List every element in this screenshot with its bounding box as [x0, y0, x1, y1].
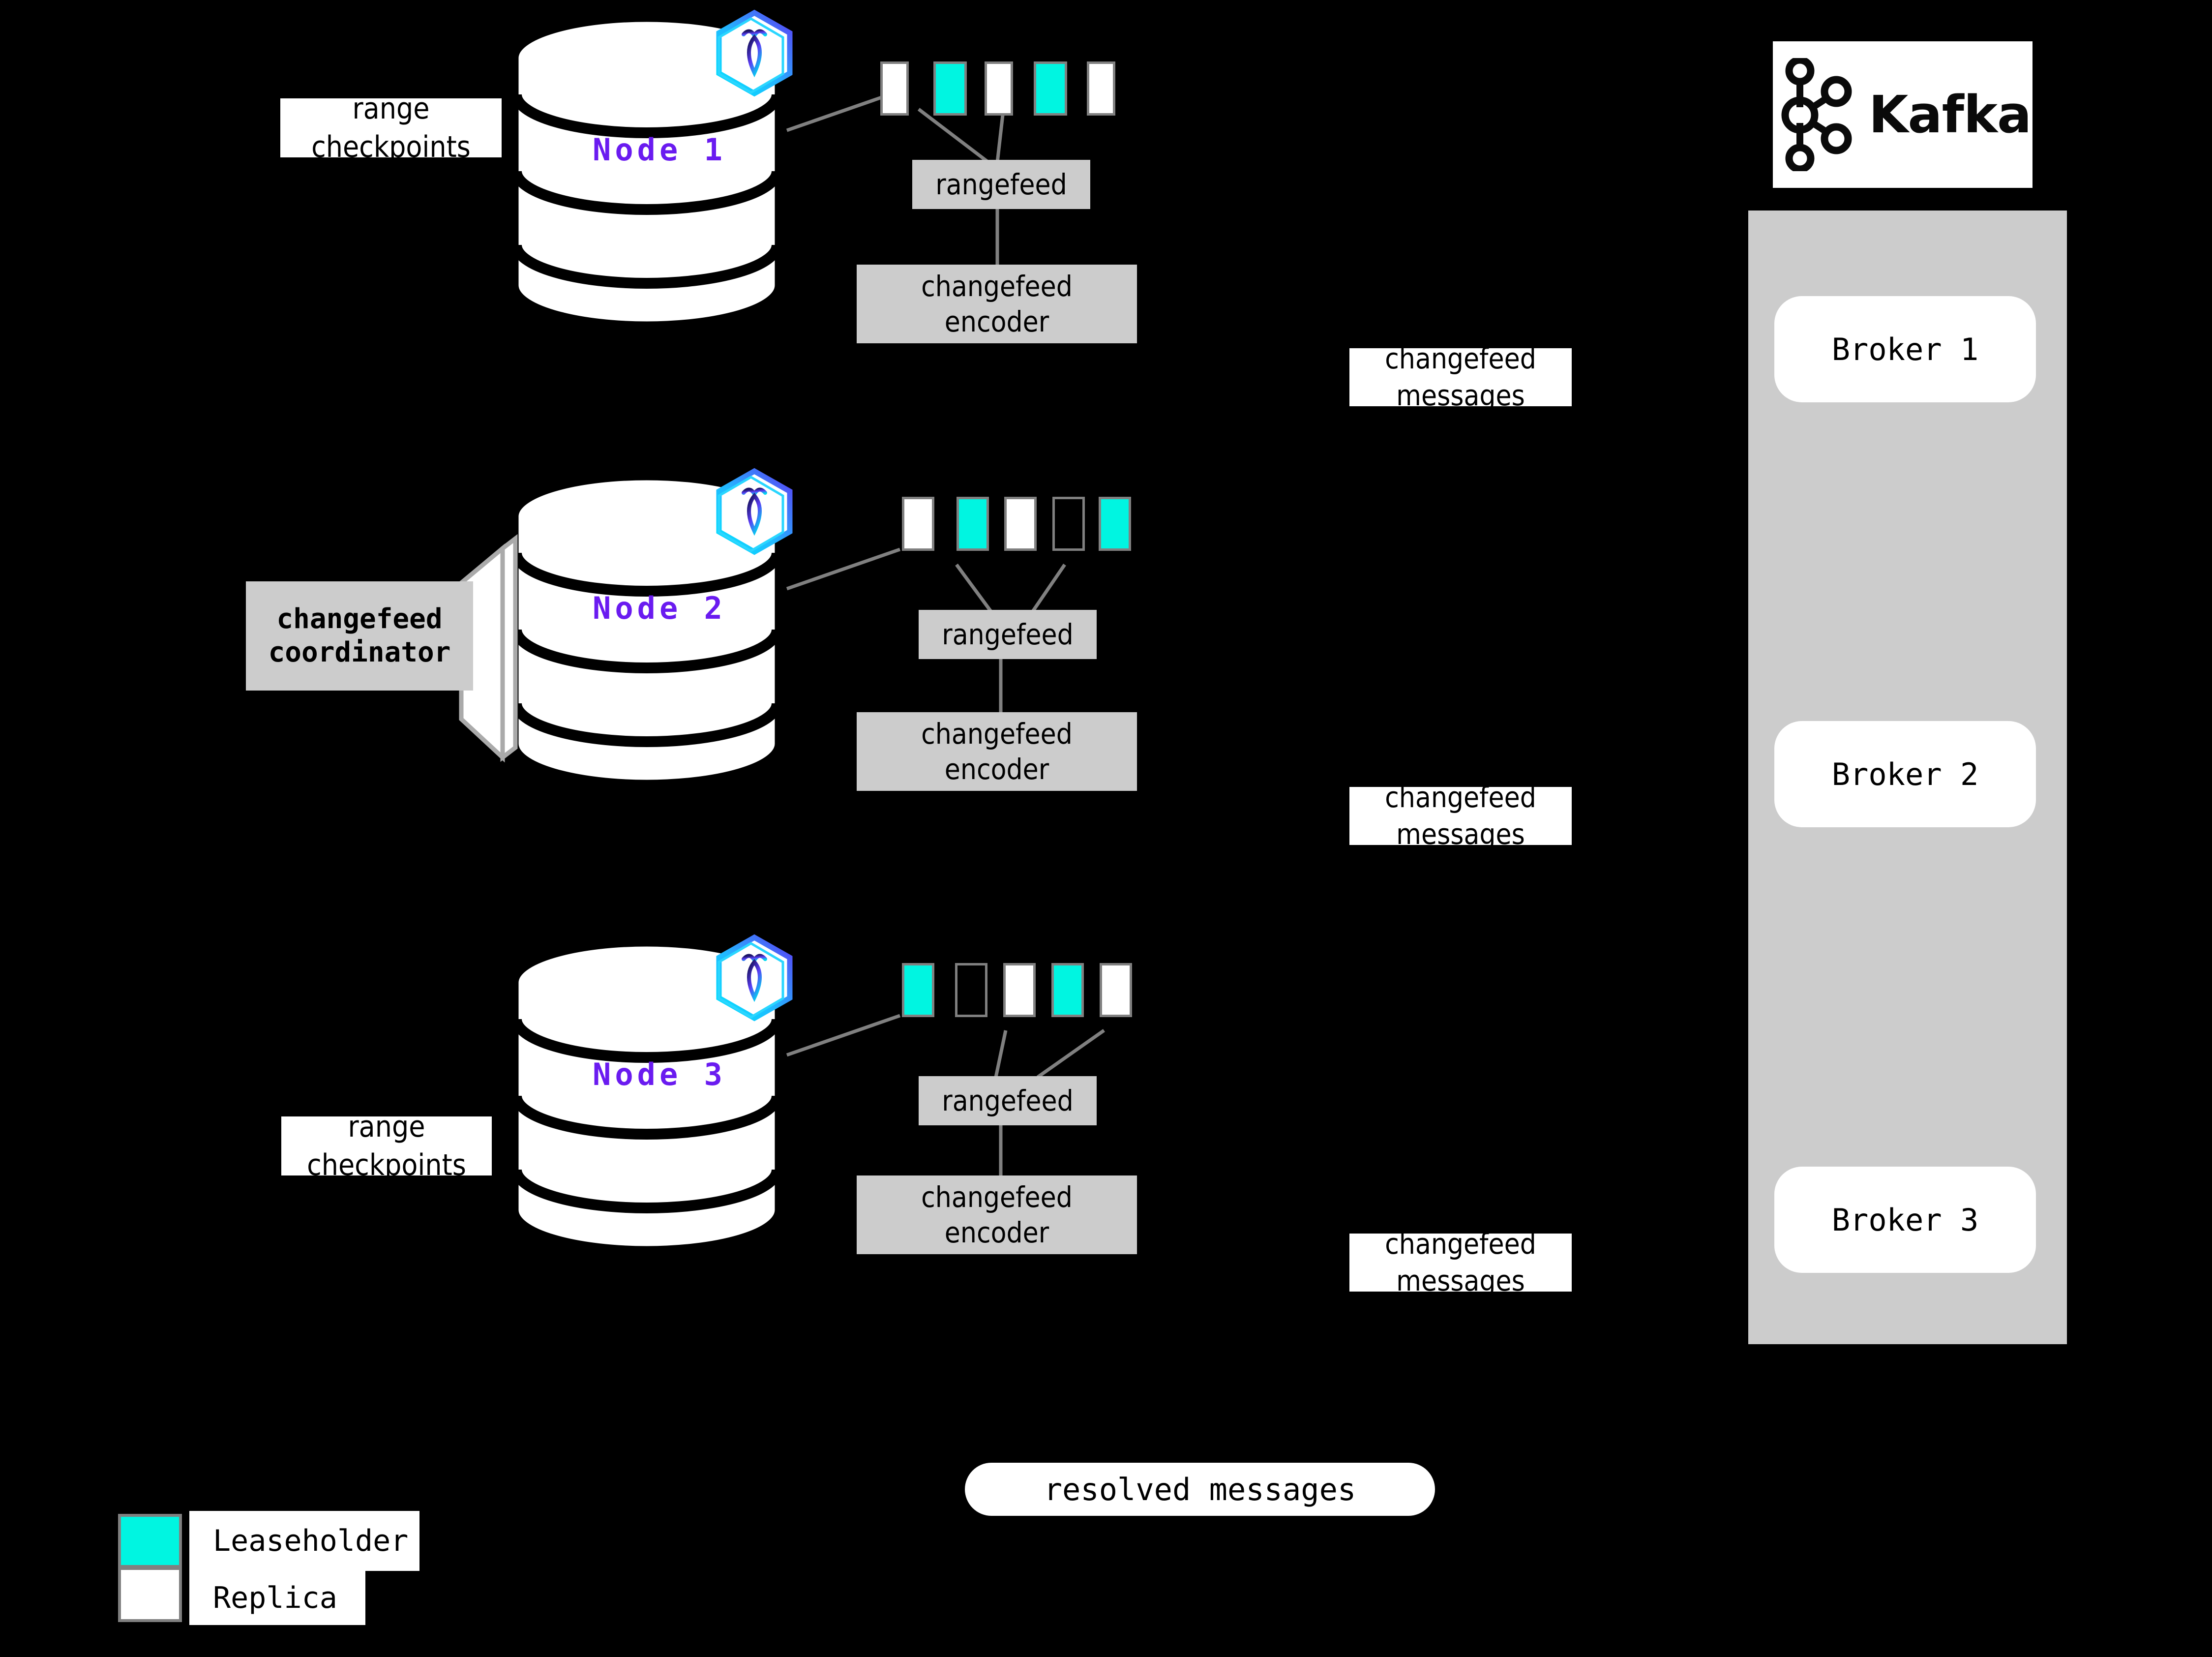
range-box[interactable] [1004, 497, 1037, 551]
changefeed-messages-label-3: changefeed messages [1349, 1227, 1572, 1297]
range-box[interactable] [1100, 963, 1132, 1017]
coordinator-line-2: coordinator [268, 636, 451, 668]
node-3-range-row [880, 963, 1136, 1017]
legend: Leaseholder Replica [118, 1511, 433, 1625]
broker-2-box[interactable]: Broker 2 [1774, 721, 2036, 827]
range-checkpoints-line-2: checkpoints [311, 130, 471, 164]
legend-label-leaseholder: Leaseholder [189, 1511, 419, 1571]
changefeed-messages-line-1: changefeed [1385, 1227, 1536, 1261]
node-2-range-leader-line [786, 547, 901, 591]
legend-label-replica: Replica [189, 1571, 365, 1625]
encoder-line-1: changefeed [921, 1180, 1073, 1214]
broker-3-box[interactable]: Broker 3 [1774, 1167, 2036, 1273]
range-box[interactable] [955, 963, 987, 1017]
encoder-line-2: encoder [944, 305, 1049, 338]
changefeed-messages-line-2: messages [1396, 1264, 1525, 1297]
range-box[interactable] [1099, 497, 1131, 551]
range-box[interactable] [985, 61, 1013, 116]
encoder-line-2: encoder [944, 1216, 1049, 1249]
range-box[interactable] [1034, 61, 1067, 116]
range-box[interactable] [957, 497, 989, 551]
node-2-label: Node 2 [593, 590, 726, 626]
node-1-rangefeed-box[interactable]: rangefeed [912, 160, 1090, 209]
changefeed-messages-line-2: messages [1396, 817, 1525, 851]
legend-swatch-replica [118, 1567, 182, 1622]
range-box[interactable] [902, 963, 934, 1017]
changefeed-messages-line-1: changefeed [1385, 780, 1536, 814]
node-3-label: Node 3 [593, 1056, 726, 1092]
cockroachdb-hex-logo-node-3 [716, 934, 793, 1022]
range-box[interactable] [902, 497, 934, 551]
node-1-label: Node 1 [593, 132, 726, 168]
range-box[interactable] [933, 61, 967, 116]
broker-1-box[interactable]: Broker 1 [1774, 296, 2036, 402]
changefeed-messages-line-1: changefeed [1385, 341, 1536, 375]
changefeed-coordinator-box[interactable]: changefeed coordinator [246, 581, 473, 691]
range-box[interactable] [1087, 61, 1115, 116]
node-1-cylinder [511, 17, 782, 326]
node-1-range-row [880, 61, 1136, 116]
kafka-logo-box: Kafka [1773, 41, 2033, 188]
node-3-range-leader-line [786, 1014, 901, 1057]
node-3-range-checkpoints-label: range checkpoints [281, 1110, 492, 1182]
cockroachdb-hex-logo-node-2 [716, 468, 793, 555]
node-3-changefeed-encoder-box[interactable]: changefeed encoder [857, 1175, 1137, 1254]
encoder-line-1: changefeed [921, 717, 1073, 751]
node-1-range-checkpoints-label: range checkpoints [280, 91, 502, 164]
node-3-cylinder [511, 942, 782, 1251]
node-2-changefeed-encoder-box[interactable]: changefeed encoder [857, 712, 1137, 791]
range-box[interactable] [1052, 497, 1085, 551]
node-2-rangefeed-box[interactable]: rangefeed [919, 610, 1097, 659]
node-2-range-row [880, 497, 1136, 551]
range-checkpoints-line-1: range [352, 91, 430, 126]
changefeed-messages-label-2: changefeed messages [1349, 781, 1572, 851]
range-box[interactable] [1003, 963, 1036, 1017]
node-2-cylinder [511, 476, 782, 784]
encoder-line-2: encoder [944, 753, 1049, 786]
changefeed-messages-label-1: changefeed messages [1349, 342, 1572, 412]
range-box[interactable] [880, 61, 909, 116]
legend-swatch-leaseholder [118, 1514, 182, 1568]
range-box[interactable] [1051, 963, 1084, 1017]
coordinator-line-1: changefeed [276, 603, 443, 635]
node-1-changefeed-encoder-box[interactable]: changefeed encoder [857, 265, 1137, 343]
range-checkpoints-line-1: range [348, 1110, 425, 1144]
changefeed-messages-line-2: messages [1396, 379, 1525, 412]
node-3-rangefeed-box[interactable]: rangefeed [919, 1076, 1097, 1125]
kafka-node-graph-icon [1781, 58, 1852, 171]
cockroachdb-hex-logo-node-1 [716, 9, 793, 97]
kafka-logo-text: Kafka [1868, 85, 2032, 145]
encoder-line-1: changefeed [921, 269, 1073, 303]
resolved-messages-pill: resolved messages [965, 1463, 1435, 1516]
range-checkpoints-line-2: checkpoints [307, 1148, 466, 1182]
